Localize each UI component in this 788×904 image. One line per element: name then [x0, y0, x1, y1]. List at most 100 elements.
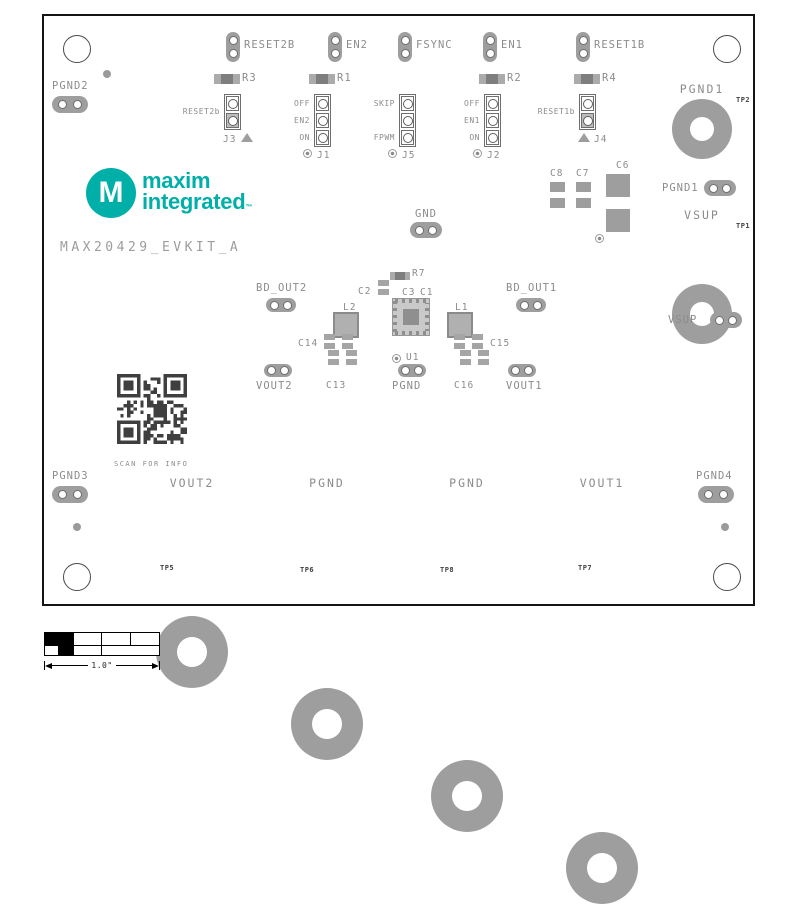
- pcb-board: RESET2B EN2 FSYNC EN1 RESET1B R3 R1 R2 R…: [42, 14, 755, 904]
- tp1-label: TP1: [736, 222, 751, 230]
- ic-u1: [392, 298, 430, 336]
- jumper-j5-pin: [401, 96, 414, 111]
- arrow-right-icon: [152, 662, 160, 669]
- resistor-r1-label: R1: [337, 72, 352, 84]
- resistor-r3-label: R3: [242, 72, 257, 84]
- dimension-line: [52, 665, 89, 666]
- scale-cell: [102, 646, 159, 655]
- l2-label: L2: [343, 302, 357, 313]
- jumper-j2-pin: [486, 130, 499, 145]
- triangle-marker-icon: [578, 133, 590, 142]
- jumper-j5-pin: [401, 130, 414, 145]
- jumper-j2-label-en1: EN1: [464, 116, 480, 125]
- testpoint-vsup: [710, 312, 742, 328]
- testpoint-bd-out1: [516, 298, 546, 312]
- pad-pgnd-left-label: PGND: [309, 476, 345, 490]
- jumper-j2-pin: [486, 113, 499, 128]
- jumper-j1-label-en2: EN2: [294, 116, 310, 125]
- jumper-j5-name: J5: [402, 150, 416, 161]
- testpoint-bd-out2: [266, 298, 296, 312]
- testpoint-vout1-label: VOUT1: [506, 380, 543, 392]
- mounting-hole-top-right: [713, 35, 741, 63]
- jumper-j2-pin: [486, 96, 499, 111]
- pad-vout2-label: VOUT2: [169, 476, 215, 490]
- page: { "colors": { "teal": "#00AFA8", "silk":…: [0, 0, 788, 689]
- triangle-marker-icon: [241, 133, 253, 142]
- resistor-r2-label: R2: [507, 72, 522, 84]
- mounting-hole-top-left: [63, 35, 91, 63]
- pin1-marker-icon: [303, 149, 312, 158]
- testpoint-gnd-label: GND: [415, 208, 437, 220]
- capacitor-c14: [324, 334, 335, 349]
- qr-caption: SCAN FOR INFO: [114, 460, 189, 468]
- testpoint-bd-out1-label: BD_OUT1: [506, 282, 558, 294]
- pad-pgnd1: [672, 99, 732, 159]
- r7-label: R7: [412, 268, 426, 279]
- c15-label: C15: [490, 338, 511, 349]
- resistor-r1: [309, 74, 335, 84]
- scale-cell: [74, 646, 102, 655]
- pad-pgnd-right: [431, 760, 503, 832]
- pad-vsup-label: VSUP: [684, 208, 720, 222]
- trademark-symbol: ™: [245, 204, 253, 211]
- tp2-label: TP2: [736, 96, 751, 104]
- capacitor-c7: [576, 182, 591, 208]
- qr-code: [117, 374, 187, 444]
- tp7-label: TP7: [578, 564, 593, 572]
- testpoint-en2: [328, 32, 342, 62]
- pin1-marker-icon: [388, 149, 397, 158]
- pad-vout1: [566, 832, 638, 904]
- capacitor-c13: [346, 350, 357, 365]
- l1-label: L1: [455, 302, 469, 313]
- jumper-j1-name: J1: [317, 150, 331, 161]
- testpoint-pgnd4: [698, 486, 734, 503]
- logo-line2-text: integrated: [142, 189, 246, 214]
- tp8-label: TP8: [440, 566, 455, 574]
- testpoint-vout2-label: VOUT2: [256, 380, 293, 392]
- dimension-tick: [159, 661, 161, 670]
- logo-line1: maxim: [142, 168, 211, 193]
- pin1-marker-icon: [473, 149, 482, 158]
- scale-dimension: 1.0": [44, 661, 161, 670]
- testpoint-vout1: [508, 364, 536, 377]
- jumper-j5-label-skip: SKIP: [373, 99, 395, 108]
- c6-label: C6: [616, 160, 630, 171]
- testpoint-en1-label: EN1: [501, 39, 523, 51]
- resistor-r2: [479, 74, 505, 84]
- c8-label: C8: [550, 168, 564, 179]
- scale-cell: [74, 633, 102, 645]
- scale-bar: [44, 632, 160, 656]
- capacitor-c15: [472, 334, 483, 349]
- scale-length-label: 1.0": [91, 661, 113, 670]
- jumper-j5-label-fpwm: FPWM: [373, 133, 395, 142]
- testpoint-en1: [483, 32, 497, 62]
- jumper-j1-label-off: OFF: [294, 99, 310, 108]
- jumper-j3-pin: [226, 113, 239, 128]
- pin1-marker-icon: [595, 234, 604, 243]
- testpoint-pgnd-center-label: PGND: [392, 380, 422, 392]
- jumper-j1-label-on: ON: [299, 133, 310, 142]
- scale-cell: [45, 633, 74, 645]
- testpoint-pgnd1-label: PGND1: [662, 182, 699, 194]
- mounting-hole-bottom-right: [713, 563, 741, 591]
- u1-label: U1: [406, 352, 420, 363]
- fiducial-dot: [103, 70, 111, 78]
- testpoint-vsup-label: VSUP: [668, 314, 698, 326]
- testpoint-vout2: [264, 364, 292, 377]
- fiducial-dot: [721, 523, 729, 531]
- pin1-marker-icon: [392, 354, 401, 363]
- logo-monogram: M: [98, 176, 124, 209]
- jumper-j3-signal-label: RESET2b: [182, 107, 220, 116]
- c13-label: C13: [326, 380, 347, 391]
- testpoint-pgnd2: [52, 96, 88, 113]
- arrow-left-icon: [45, 662, 52, 669]
- scale-cell: [131, 633, 160, 645]
- pad-vout1-label: VOUT1: [579, 476, 625, 490]
- c7-label: C7: [576, 168, 590, 179]
- maxim-logo-icon: M: [86, 168, 136, 218]
- testpoint-en2-label: EN2: [346, 39, 368, 51]
- testpoint-reset1b: [576, 32, 590, 62]
- c3-label: C3: [402, 287, 416, 298]
- jumper-j1-pin: [316, 113, 329, 128]
- capacitor-c16: [478, 350, 489, 365]
